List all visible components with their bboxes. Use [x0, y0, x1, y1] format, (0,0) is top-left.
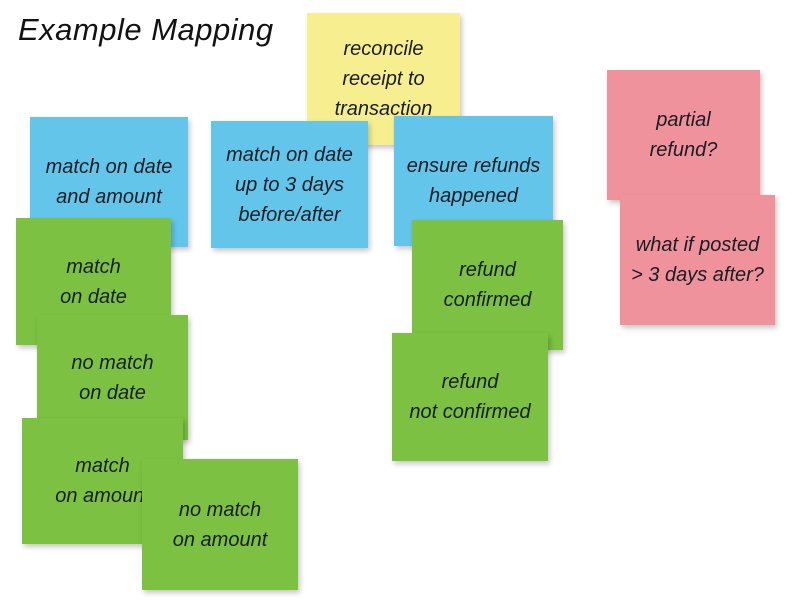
sticky-note-no-match-on-amount: no match on amount: [142, 459, 298, 590]
note-text: match on date and amount: [45, 156, 173, 208]
sticky-note-posted-3-days-after: what if posted > 3 days after?: [620, 195, 775, 325]
note-text: match on date: [60, 255, 127, 308]
note-text: refund confirmed: [443, 259, 532, 311]
page-title: Example Mapping: [18, 12, 274, 47]
note-text: what if posted > 3 days after?: [631, 234, 764, 286]
note-text: match on amount: [55, 455, 150, 507]
sticky-note-partial-refund: partial refund?: [607, 70, 760, 200]
sticky-note-match-date-3-days: match on date up to 3 days before/after: [211, 121, 368, 248]
note-text: partial refund?: [649, 109, 718, 161]
note-text: match on date up to 3 days before/after: [226, 143, 353, 226]
note-text: refund not confirmed: [409, 371, 531, 423]
note-text: no match on amount: [172, 498, 268, 551]
note-text: no match on date: [71, 351, 154, 404]
note-text: ensure refunds happened: [406, 155, 541, 207]
note-text: reconcile receipt to transaction: [334, 38, 433, 120]
sticky-note-refund-confirmed: refund confirmed: [412, 220, 563, 350]
sticky-note-refund-not-confirmed: refund not confirmed: [392, 333, 548, 461]
